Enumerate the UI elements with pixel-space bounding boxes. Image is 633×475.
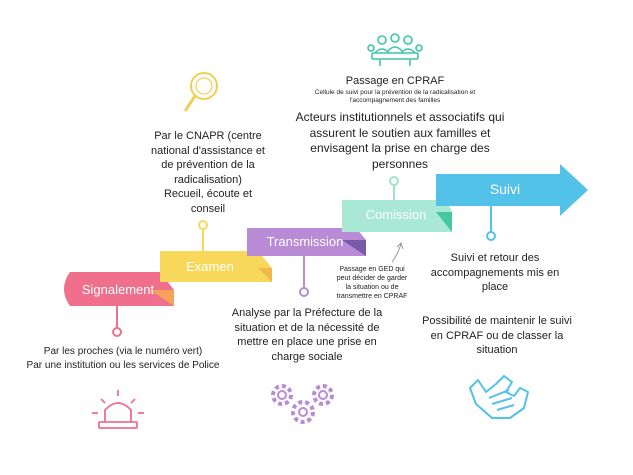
cpraf-description-line: Acteurs institutionnels et associatifs q… <box>295 110 505 124</box>
alarm-light-icon <box>92 390 144 429</box>
ged-arrow-icon <box>391 242 404 263</box>
ged-note: Passage en GED qui peut décider de garde… <box>322 265 422 301</box>
suivi-description: Suivi et retour des accompagnements mis … <box>420 251 570 295</box>
step-transmission-shape <box>247 228 366 256</box>
meeting-table-icon <box>367 33 423 66</box>
connector-dot-transmission <box>299 287 309 297</box>
suivi-description-line: Suivi et retour des <box>450 252 540 264</box>
connector-dot-suivi <box>486 231 496 241</box>
step-suivi-shape <box>436 164 588 216</box>
signalement-description-line: Par une institution ou les services de P… <box>26 359 220 371</box>
transmission-description-line: Analyse par la Préfecture de la <box>231 307 383 319</box>
ged-note-line: Passage en GED qui <box>339 266 405 273</box>
cpraf-subtitle: Cellule de suivi pour la prévention de l… <box>290 89 500 106</box>
examen-description-line: radicalisation) <box>174 173 242 186</box>
ged-note-line: peut décider de garder <box>336 275 408 283</box>
transmission-description-line: mettre en place une prise en <box>237 336 377 349</box>
signalement-description-line: Par les proches (via le numéro vert) <box>43 346 203 357</box>
cpraf-description-line: envisagent la prise en charge des <box>310 141 490 156</box>
step-comission-label: Comission <box>365 207 427 222</box>
examen-description: Par le CNAPR (centre national d'assistan… <box>138 129 278 216</box>
cpraf-subtitle-line: Cellule de suivi pour la prévention de l… <box>314 89 476 96</box>
step-comission-fold <box>436 212 452 232</box>
step-examen-fold <box>258 268 272 282</box>
cpraf-title: Passage en CPRAF <box>345 75 445 87</box>
handshake-icon <box>469 375 529 419</box>
signalement-description: Par les proches (via le numéro vert) Par… <box>8 345 238 372</box>
step-signalement-label: Signalement <box>81 282 155 297</box>
cpraf-description-line: assurent le soutien aux familles et <box>309 125 491 140</box>
step-comission-shape <box>342 200 452 232</box>
examen-description-line: Par le CNAPR (centre <box>154 130 262 142</box>
examen-description-line: de prévention de la <box>161 159 255 172</box>
transmission-description-line: charge sociale <box>271 350 343 363</box>
transmission-description-line: situation et de la nécessité de <box>234 321 380 334</box>
step-transmission-fold <box>342 240 366 256</box>
step-examen-label: Examen <box>186 259 234 274</box>
connector-dot-comission <box>389 176 399 186</box>
suivi-option-line: situation <box>476 344 518 357</box>
connector-dot-examen <box>198 220 208 230</box>
step-suivi-label: Suivi <box>489 181 521 197</box>
cpraf-description: Acteurs institutionnels et associatifs q… <box>280 110 520 172</box>
examen-description-line: Recueil, écoute et <box>163 188 253 201</box>
ged-note-line: transmettre en CPRAF <box>336 293 408 301</box>
suivi-option-description: Possibilité de maintenir le suivi en CPR… <box>412 314 582 358</box>
step-examen-shape <box>160 251 272 282</box>
gears-icon <box>271 384 334 424</box>
cpraf-description-line: personnes <box>371 156 429 171</box>
step-signalement-fold <box>150 290 174 306</box>
magnifying-glass-icon <box>183 72 218 112</box>
suivi-description-line: place <box>481 281 509 294</box>
step-signalement-shape <box>64 272 174 306</box>
suivi-option-line: en CPRAF ou de classer la <box>430 329 564 342</box>
step-transmission-label: Transmission <box>266 234 344 249</box>
examen-description-line: conseil <box>190 202 226 215</box>
ged-note-line: la situation ou de <box>345 284 399 292</box>
suivi-description-line: accompagnements mis en <box>430 266 560 279</box>
suivi-option-line: Possibilité de maintenir le suivi <box>422 315 572 327</box>
cpraf-subtitle-line: l'accompagnement des familles <box>349 97 441 105</box>
connector-dot-signalement <box>112 327 122 337</box>
examen-description-line: national d'assistance et <box>150 144 265 157</box>
transmission-description: Analyse par la Préfecture de la situatio… <box>222 306 392 364</box>
